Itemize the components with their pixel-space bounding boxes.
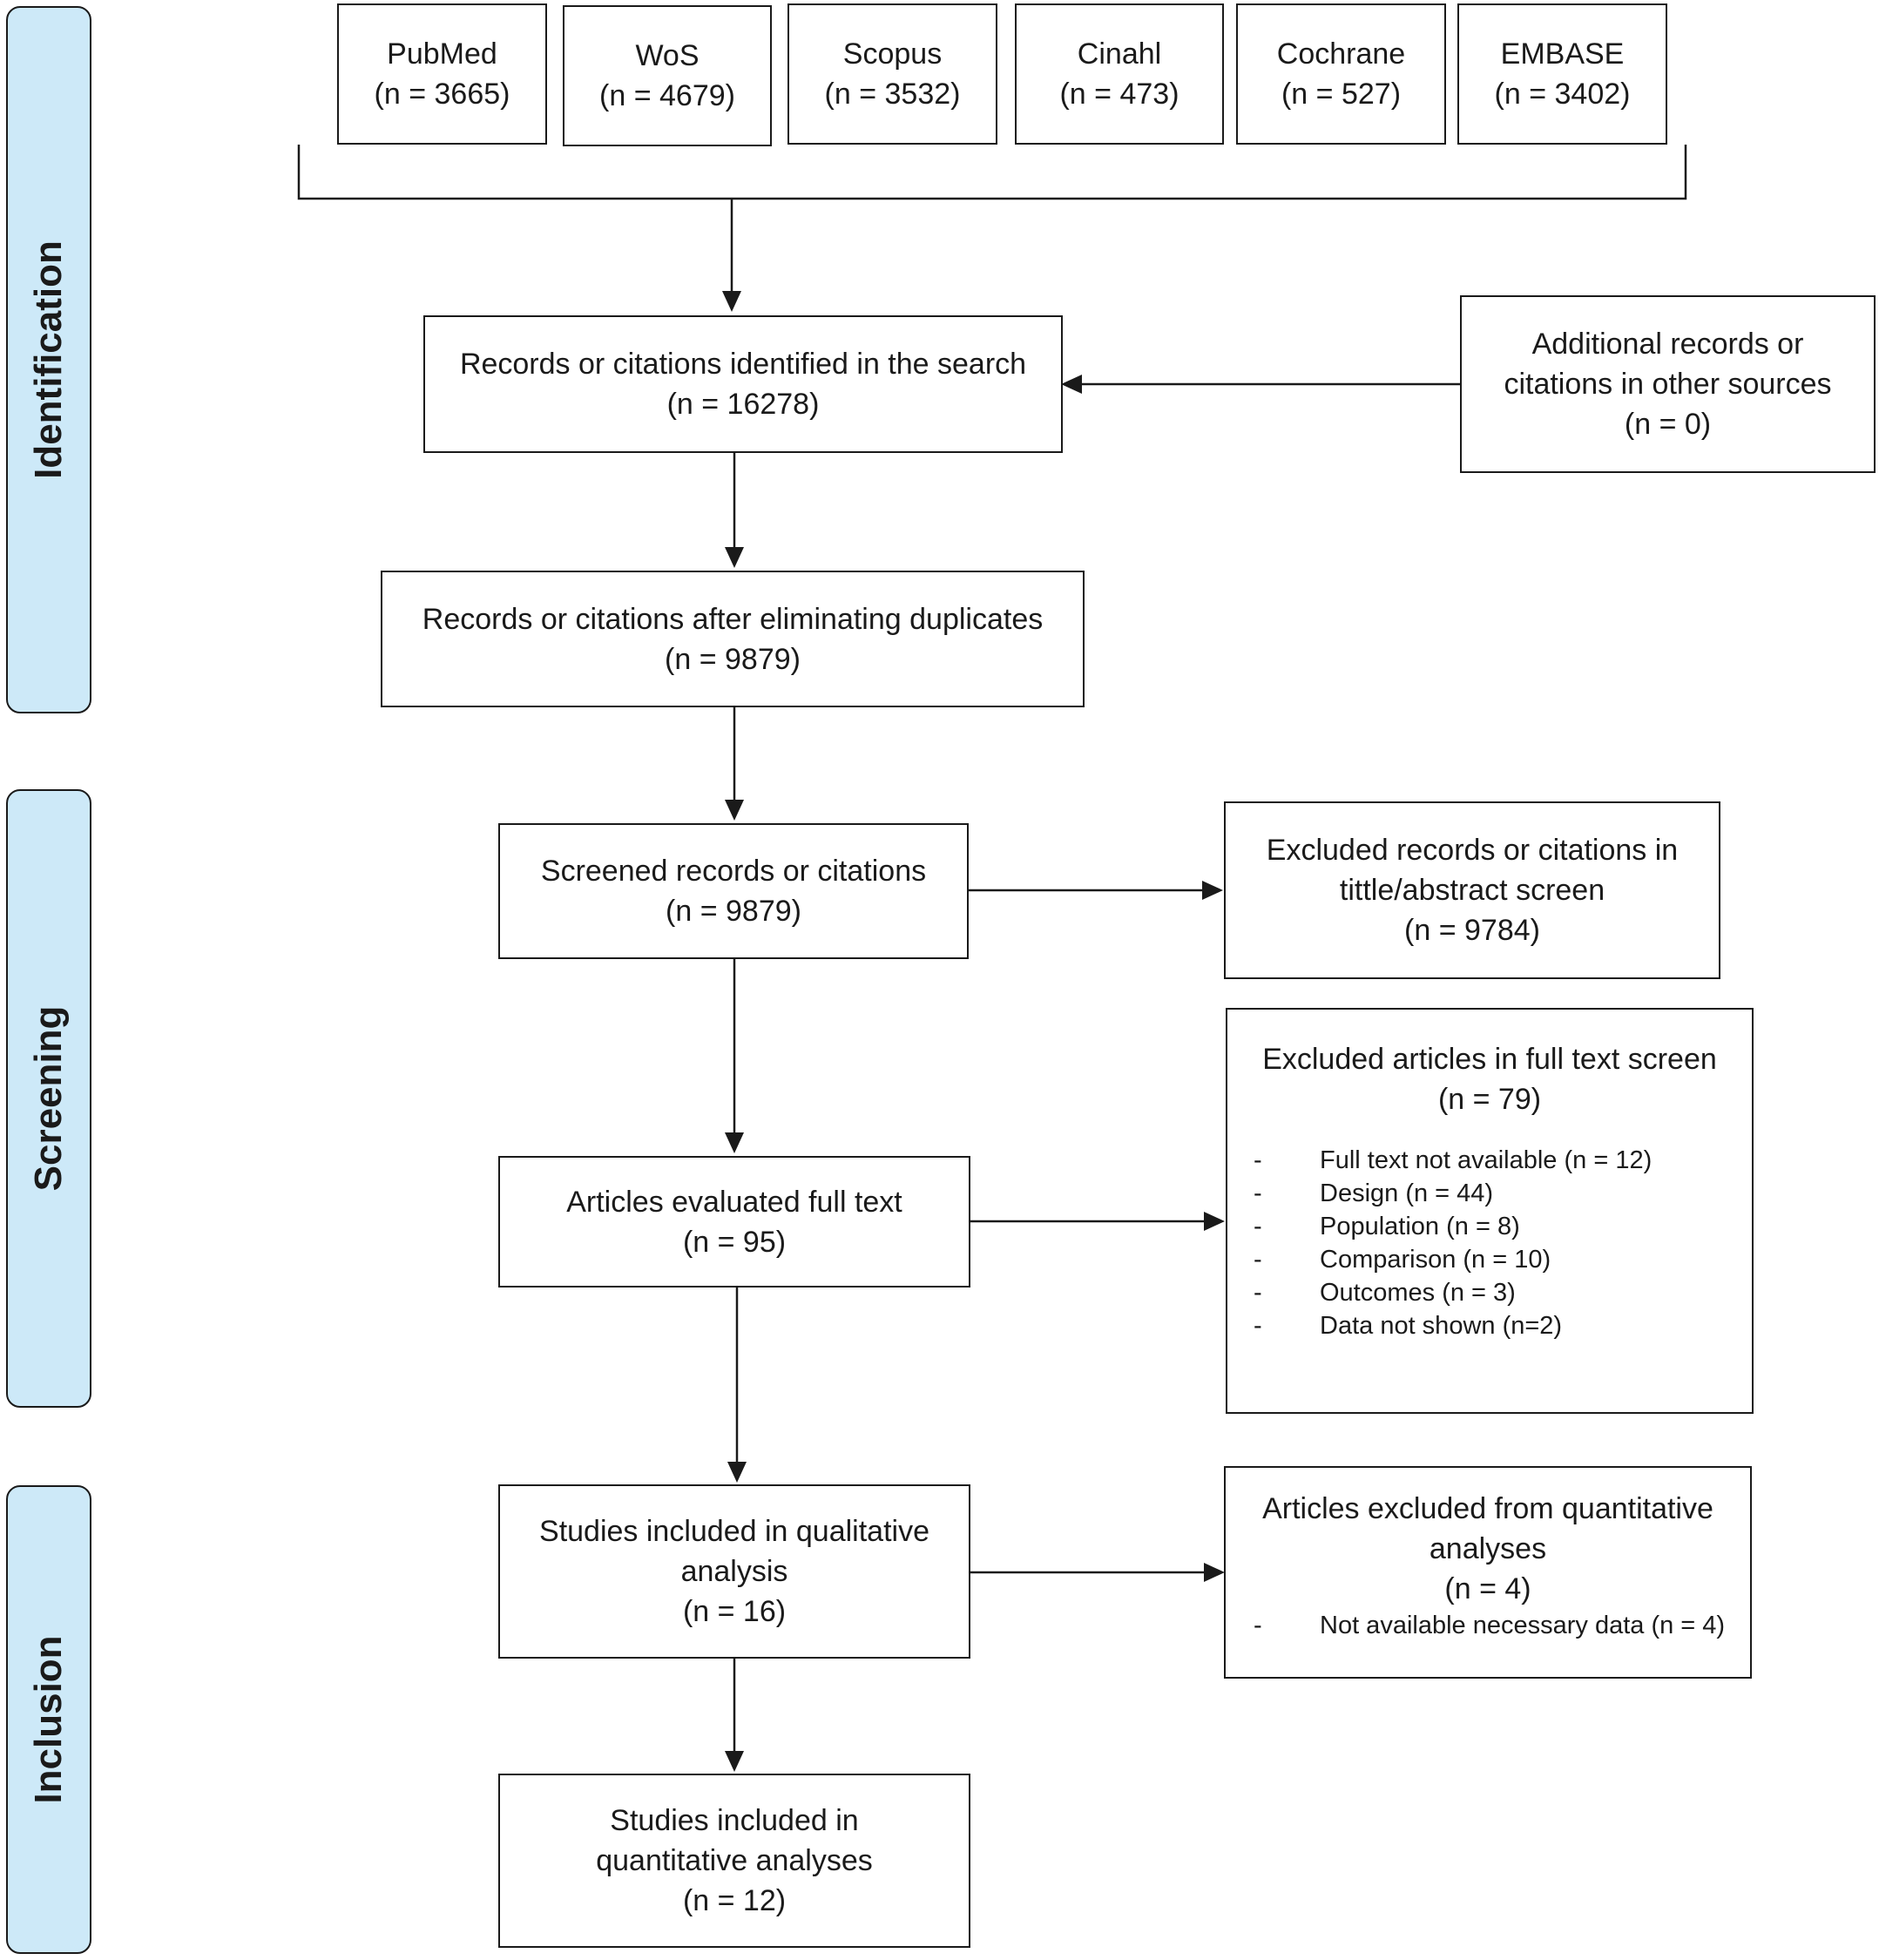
list-item: -Population (n = 8) [1254, 1213, 1520, 1240]
arrowhead [1202, 881, 1223, 900]
deduplicated-count: (n = 9879) [665, 642, 801, 676]
qualitative-studies-box: Studies included in qualitative analysis… [498, 1484, 970, 1659]
arrowhead [725, 800, 744, 821]
arrowhead [727, 1462, 747, 1483]
qualitative-label-2: analysis [680, 1555, 788, 1588]
stage-identification-label: Identification [27, 240, 70, 479]
deduplicated-label: Records or citations after eliminating d… [422, 602, 1044, 636]
excluded-fulltext-count: (n = 79) [1437, 1083, 1542, 1116]
database-count: (n = 527) [1281, 78, 1402, 111]
identified-label: Records or citations identified in the s… [459, 348, 1027, 381]
database-box-embase: EMBASE (n = 3402) [1457, 3, 1667, 145]
list-item: -Outcomes (n = 3) [1254, 1279, 1516, 1307]
qualitative-label-1: Studies included in qualitative [539, 1515, 929, 1548]
additional-label-2: citations in other sources [1504, 368, 1832, 401]
list-item: -Full text not available (n = 12) [1254, 1146, 1653, 1174]
database-box-cochrane: Cochrane (n = 527) [1236, 3, 1446, 145]
database-name: Cochrane [1276, 37, 1406, 71]
database-count: (n = 3532) [824, 78, 961, 111]
database-box-scopus: Scopus (n = 3532) [787, 3, 997, 145]
additional-count: (n = 0) [1624, 408, 1712, 441]
excluded-fulltext-label: Excluded articles in full text screen [1262, 1043, 1717, 1076]
database-count: (n = 3665) [374, 78, 510, 111]
excluded-title-label-2: tittle/abstract screen [1339, 874, 1605, 907]
screened-records-box: Screened records or citations (n = 9879) [498, 823, 969, 959]
fulltext-label: Articles evaluated full text [566, 1185, 902, 1219]
screened-label: Screened records or citations [540, 855, 927, 888]
stage-screening: Screening [6, 789, 91, 1408]
database-count: (n = 3402) [1494, 78, 1631, 111]
stage-inclusion: Inclusion [6, 1485, 91, 1954]
quantitative-label-2: quantitative analyses [596, 1844, 873, 1877]
database-box-wos: WoS (n = 4679) [563, 5, 772, 146]
quantitative-label-1: Studies included in [610, 1804, 859, 1837]
list-item: -Design (n = 44) [1254, 1179, 1494, 1207]
excluded-quant-count: (n = 4) [1444, 1572, 1531, 1605]
stage-inclusion-label: Inclusion [27, 1635, 70, 1804]
qualitative-count: (n = 16) [682, 1595, 787, 1628]
additional-records-box: Additional records or citations in other… [1460, 295, 1876, 473]
database-name: WoS [635, 39, 700, 72]
fulltext-evaluated-box: Articles evaluated full text (n = 95) [498, 1156, 970, 1288]
database-count: (n = 4679) [599, 79, 735, 112]
arrowhead [725, 1132, 744, 1153]
stage-identification: Identification [6, 6, 91, 713]
fulltext-count: (n = 95) [682, 1225, 787, 1259]
identified-count: (n = 16278) [666, 388, 820, 421]
database-name: EMBASE [1500, 37, 1625, 71]
database-count: (n = 473) [1059, 78, 1179, 111]
database-name: PubMed [387, 37, 497, 71]
stage-screening-label: Screening [27, 1005, 70, 1192]
excluded-quant-label-2: analyses [1429, 1532, 1547, 1565]
additional-label-1: Additional records or [1531, 328, 1804, 361]
arrowhead [725, 547, 744, 568]
screened-count: (n = 9879) [666, 895, 801, 928]
database-box-pubmed: PubMed (n = 3665) [337, 3, 547, 145]
quantitative-count: (n = 12) [682, 1884, 787, 1917]
excluded-quant-label-1: Articles excluded from quantitative [1262, 1492, 1713, 1525]
list-item: -Comparison (n = 10) [1254, 1246, 1551, 1274]
arrowhead [1204, 1212, 1225, 1231]
exclusion-reasons-list: -Full text not available (n = 12) -Desig… [1227, 1144, 1752, 1342]
database-merge-bracket [297, 145, 1687, 200]
list-item: -Not available necessary data (n = 4) [1254, 1612, 1726, 1639]
excluded-fulltext-box: Excluded articles in full text screen (n… [1226, 1008, 1754, 1414]
database-name: Cinahl [1077, 37, 1162, 71]
excluded-title-label-1: Excluded records or citations in [1266, 834, 1679, 867]
arrowhead [1204, 1563, 1225, 1582]
arrowhead [1061, 375, 1082, 394]
deduplicated-records-box: Records or citations after eliminating d… [381, 571, 1085, 707]
arrowhead [725, 1751, 744, 1772]
quantitative-studies-box: Studies included in quantitative analyse… [498, 1774, 970, 1948]
excluded-title-count: (n = 9784) [1404, 914, 1540, 947]
arrowhead [722, 291, 741, 312]
excluded-title-abstract-box: Excluded records or citations in tittle/… [1224, 801, 1720, 979]
list-item: -Data not shown (n=2) [1254, 1312, 1563, 1340]
excluded-quantitative-box: Articles excluded from quantitative anal… [1224, 1466, 1752, 1679]
database-name: Scopus [842, 37, 943, 71]
identified-records-box: Records or citations identified in the s… [423, 315, 1063, 453]
database-box-cinahl: Cinahl (n = 473) [1015, 3, 1224, 145]
